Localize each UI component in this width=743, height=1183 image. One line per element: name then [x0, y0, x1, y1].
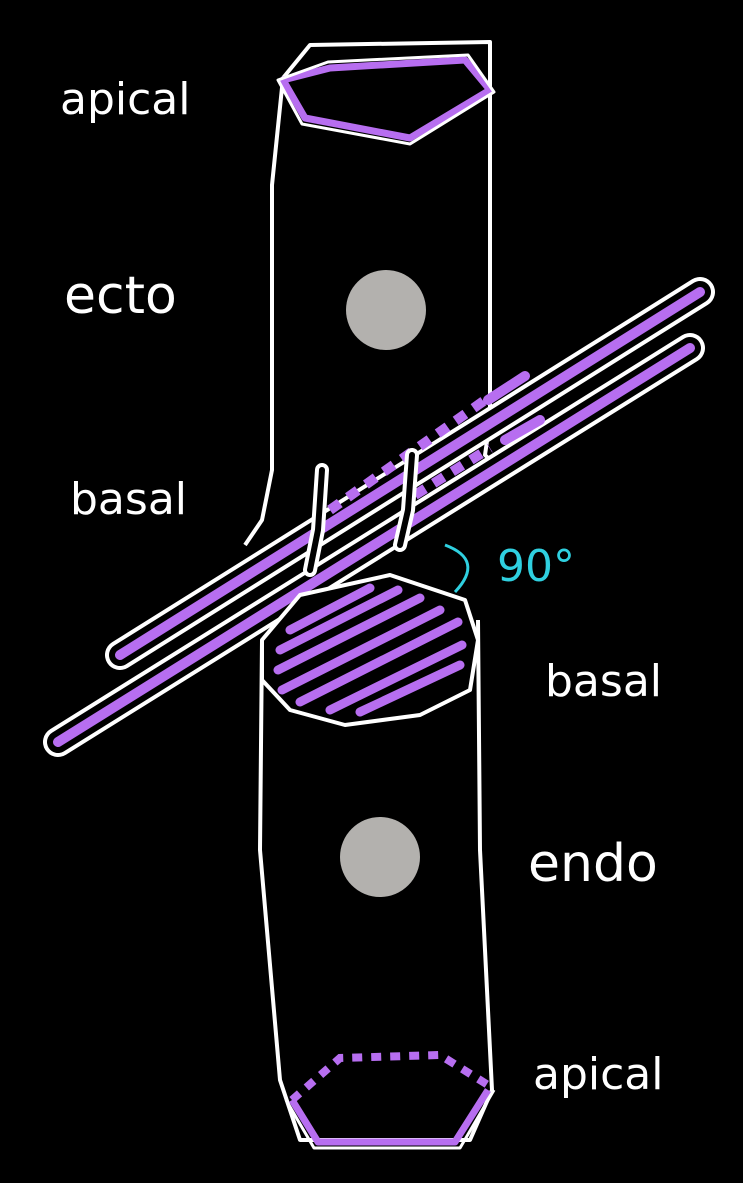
endo-label: endo — [528, 838, 658, 890]
ecto-nucleus — [346, 270, 426, 350]
ecto-label: ecto — [64, 270, 177, 322]
endo-nucleus — [340, 817, 420, 897]
endo-apical-hexagon — [292, 1090, 488, 1142]
basal-top-label: basal — [70, 478, 187, 522]
apical-top-label: apical — [60, 78, 191, 122]
right-angle-arc — [445, 545, 468, 592]
angle-label: 90° — [497, 545, 575, 589]
apical-bottom-label: apical — [533, 1053, 664, 1097]
basal-bottom-label: basal — [545, 660, 662, 704]
endo-apical-dotted — [292, 1055, 488, 1100]
